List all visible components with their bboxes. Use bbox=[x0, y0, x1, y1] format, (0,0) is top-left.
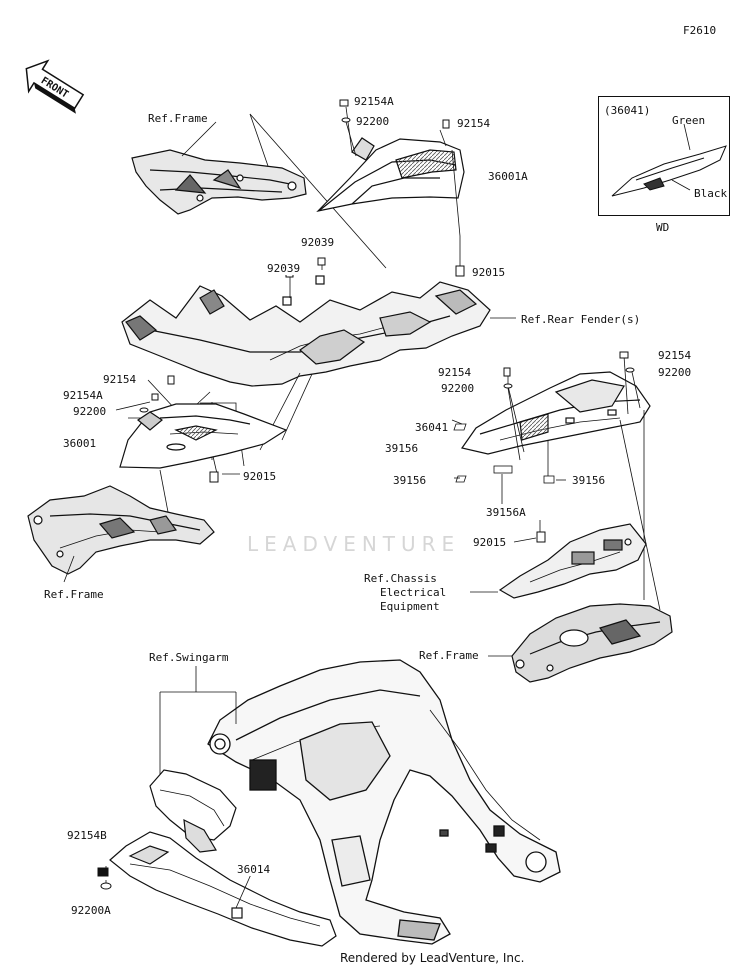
label-ref-rear-fender[interactable]: Ref.Rear Fender(s) bbox=[520, 313, 642, 326]
electrical-tray bbox=[498, 523, 647, 599]
label-92200-mid[interactable]: 92200 bbox=[440, 382, 476, 395]
label-39156-a[interactable]: 39156 bbox=[384, 442, 420, 455]
subframe-top-left bbox=[131, 149, 307, 215]
chain-guard-upper bbox=[149, 769, 237, 853]
label-92154A-top[interactable]: 92154A bbox=[353, 95, 395, 108]
label-ref-swingarm[interactable]: Ref.Swingarm bbox=[148, 651, 230, 664]
variant-decal-36041 bbox=[611, 123, 727, 197]
label-36041[interactable]: 36041 bbox=[414, 421, 450, 434]
front-arrow-icon: FRONT bbox=[25, 59, 85, 114]
label-92154A-left[interactable]: 92154A bbox=[62, 389, 104, 402]
subframe-left bbox=[27, 485, 215, 575]
watermark-text: LEADVENTURE bbox=[247, 532, 461, 556]
variant-box bbox=[598, 96, 730, 216]
label-92200-right[interactable]: 92200 bbox=[657, 366, 693, 379]
label-92154-left[interactable]: 92154 bbox=[102, 373, 138, 386]
variant-market: WD bbox=[656, 221, 670, 234]
fasteners bbox=[97, 99, 635, 890]
label-36014[interactable]: 36014 bbox=[236, 863, 272, 876]
label-92200A[interactable]: 92200A bbox=[70, 904, 112, 917]
label-92015-left[interactable]: 92015 bbox=[242, 470, 278, 483]
label-92200-top[interactable]: 92200 bbox=[355, 115, 391, 128]
label-ref-chassis-line2: Electrical bbox=[379, 586, 448, 599]
label-92154-right[interactable]: 92154 bbox=[657, 349, 693, 362]
subframe-right bbox=[511, 603, 673, 683]
label-ref-chassis-line1[interactable]: Ref.Chassis bbox=[363, 572, 438, 585]
decal-39156-pieces bbox=[453, 423, 555, 484]
label-ref-frame-left[interactable]: Ref.Frame bbox=[43, 588, 105, 601]
label-39156A[interactable]: 39156A bbox=[485, 506, 527, 519]
swingarm bbox=[207, 659, 561, 945]
label-ref-chassis-line3: Equipment bbox=[379, 600, 441, 613]
label-92154-mid[interactable]: 92154 bbox=[437, 366, 473, 379]
figure-code: F2610 bbox=[683, 24, 717, 37]
label-92015-top[interactable]: 92015 bbox=[471, 266, 507, 279]
label-36001[interactable]: 36001 bbox=[62, 437, 98, 450]
variant-color-black: Black bbox=[694, 187, 728, 200]
variant-part-number: (36041) bbox=[604, 104, 651, 117]
part-36014-chain-cover bbox=[109, 831, 337, 947]
label-ref-frame-top[interactable]: Ref.Frame bbox=[147, 112, 209, 125]
variant-color-green: Green bbox=[672, 114, 706, 127]
part-36001A-cover bbox=[316, 137, 465, 212]
label-92154-top[interactable]: 92154 bbox=[456, 117, 492, 130]
label-39156-c[interactable]: 39156 bbox=[571, 474, 607, 487]
label-ref-frame-right[interactable]: Ref.Frame bbox=[418, 649, 480, 662]
rear-fender-assembly bbox=[121, 275, 491, 387]
label-92154B[interactable]: 92154B bbox=[66, 829, 108, 842]
label-92200-left[interactable]: 92200 bbox=[72, 405, 108, 418]
part-36001-cover bbox=[119, 403, 288, 469]
part-36041-seat-cowl bbox=[460, 371, 651, 455]
label-92039-b[interactable]: 92039 bbox=[266, 262, 302, 275]
label-92039-a[interactable]: 92039 bbox=[300, 236, 336, 249]
render-credit: Rendered by LeadVenture, Inc. bbox=[338, 951, 527, 965]
label-92015-mid[interactable]: 92015 bbox=[472, 536, 508, 549]
label-36001A[interactable]: 36001A bbox=[487, 170, 529, 183]
label-39156-b[interactable]: 39156 bbox=[392, 474, 428, 487]
